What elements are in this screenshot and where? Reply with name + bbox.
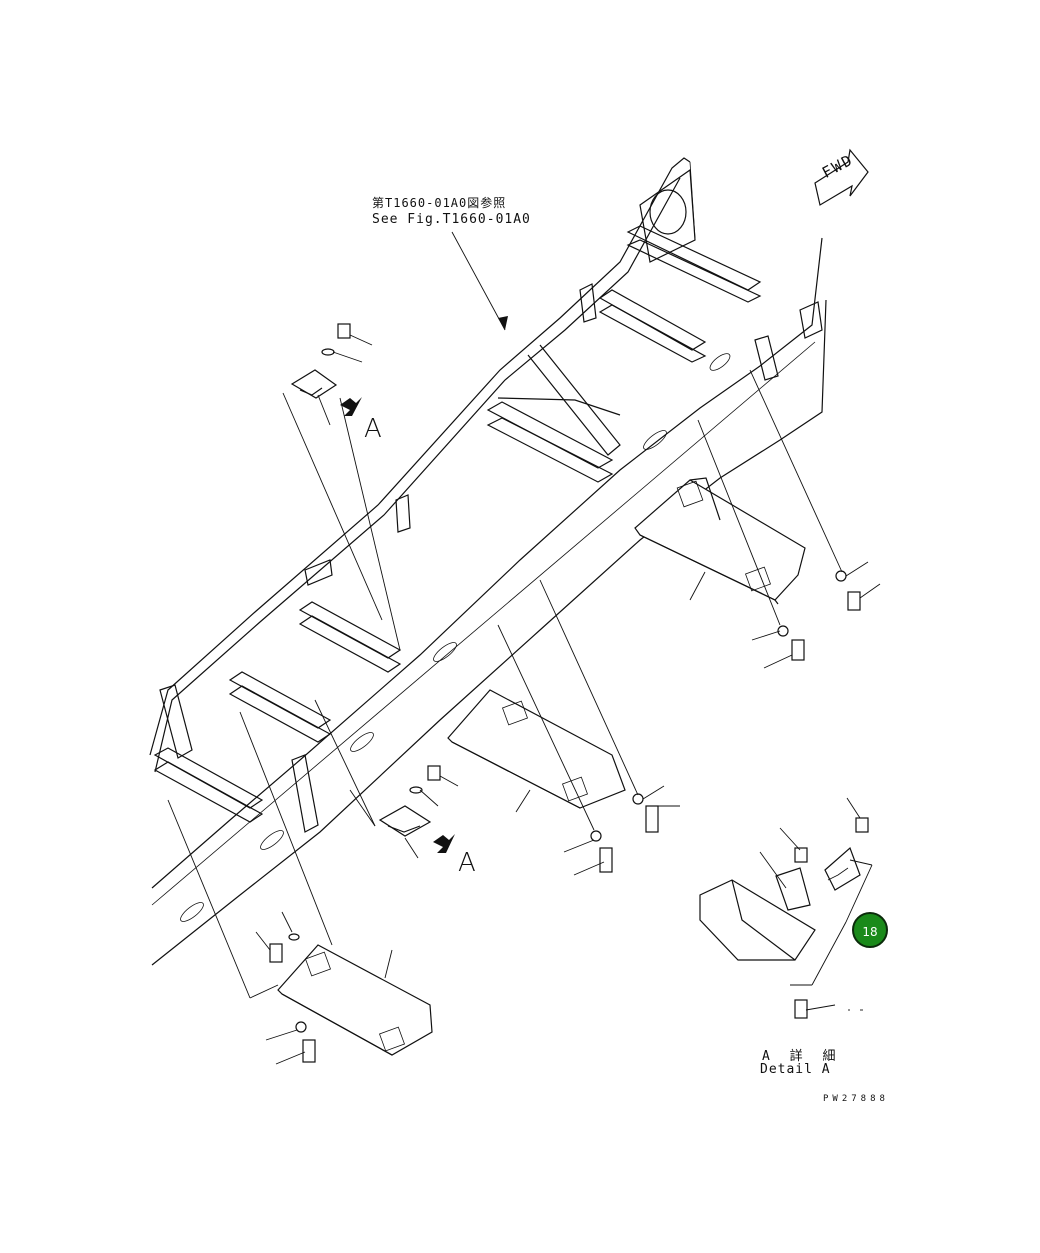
detail-title-english: Detail A xyxy=(760,1062,831,1077)
detail-title-japanese: A 詳 細 xyxy=(762,1049,842,1064)
detail-a-assembly xyxy=(699,846,861,961)
drawing-number: PW27888 xyxy=(823,1094,889,1104)
frame-brackets xyxy=(159,283,823,922)
view-callout-a-lower: A xyxy=(458,848,476,878)
step-platforms xyxy=(277,477,806,1056)
reference-lines xyxy=(167,369,873,999)
fasteners xyxy=(269,323,869,1063)
fwd-arrow xyxy=(814,148,869,206)
figure-reference-japanese: 第T1660-01A0図参照 xyxy=(372,196,507,210)
figure-reference-english: See Fig.T1660-01A0 xyxy=(372,212,531,227)
item-number-badge[interactable]: 18 xyxy=(852,912,888,948)
mount-brackets xyxy=(290,369,455,853)
view-callout-a-upper: A xyxy=(364,414,382,444)
cross-members xyxy=(153,225,762,823)
frame-rails xyxy=(149,157,827,966)
leader-lines xyxy=(255,334,881,1065)
